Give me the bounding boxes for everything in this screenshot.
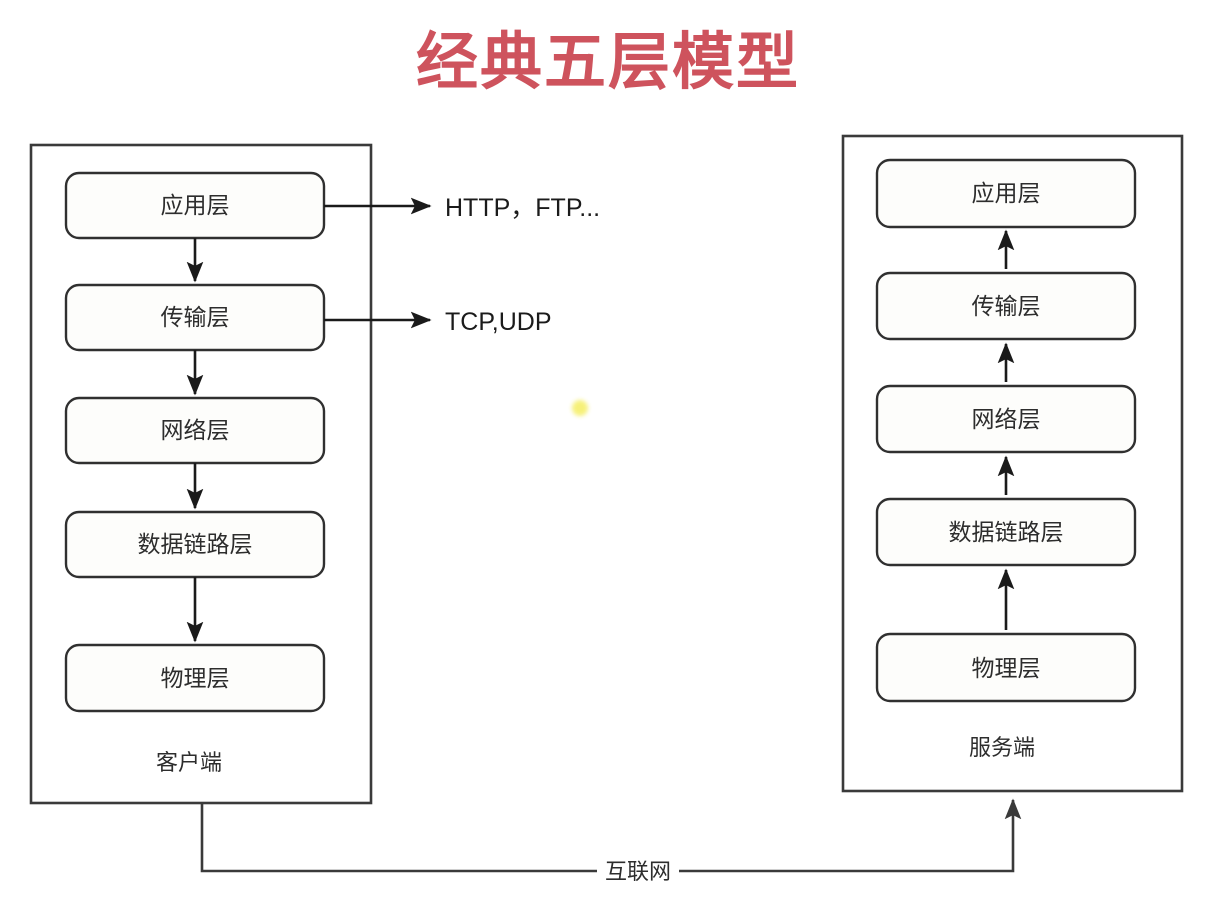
- server-layer-box-network[interactable]: [875, 384, 1137, 454]
- server-layer-label-network: 网络层: [972, 406, 1041, 432]
- server-layer-box-transport[interactable]: [875, 271, 1137, 341]
- server-layer-box-datalink[interactable]: [875, 497, 1137, 567]
- client-layer-label-application: 应用层: [161, 192, 230, 218]
- server-layer-box-physical[interactable]: [875, 632, 1137, 703]
- client-layer-label-transport: 传输层: [161, 304, 230, 330]
- protocol-label-transport: TCP,UDP: [445, 308, 552, 336]
- server-layer-label-datalink: 数据链路层: [949, 519, 1064, 545]
- internet-label-backdrop: [597, 857, 679, 885]
- client-layer-label-physical: 物理层: [161, 665, 230, 691]
- client-container-label: 客户端: [156, 750, 222, 775]
- client-layer-label-datalink: 数据链路层: [138, 531, 253, 557]
- client-layer-label-network: 网络层: [161, 417, 230, 443]
- page-title: 经典五层模型: [416, 28, 800, 97]
- internet-link-label: 互联网: [605, 859, 671, 884]
- server-layer-box-application[interactable]: [875, 158, 1137, 229]
- server-layer-label-physical: 物理层: [972, 655, 1041, 681]
- client-layer-box-physical[interactable]: [64, 643, 326, 713]
- server-layer-label-application: 应用层: [972, 180, 1041, 206]
- server-layer-label-transport: 传输层: [972, 293, 1041, 319]
- protocol-label-application: HTTP，FTP...: [445, 194, 600, 222]
- server-container-label: 服务端: [969, 735, 1035, 760]
